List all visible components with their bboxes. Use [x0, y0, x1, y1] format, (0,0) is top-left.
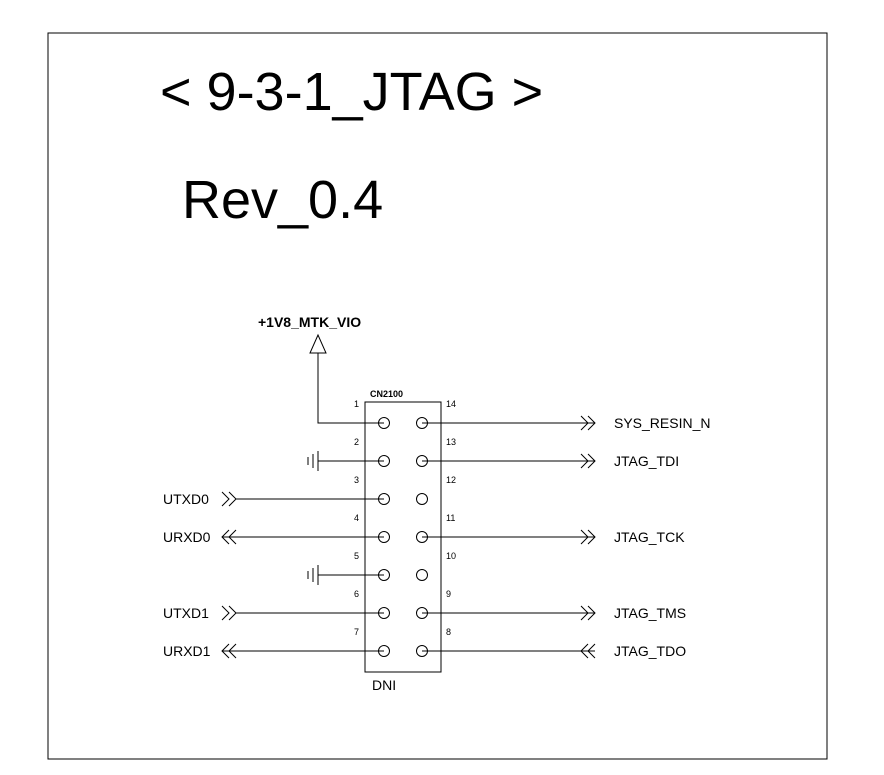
connector-dni: DNI	[372, 677, 396, 693]
pin-number: 5	[354, 551, 359, 561]
svg-text:JTAG_TMS: JTAG_TMS	[614, 605, 686, 621]
sheet-border	[47, 32, 828, 760]
ground-icon	[307, 451, 384, 471]
pin-number: 9	[446, 589, 451, 599]
svg-text:UTXD0: UTXD0	[163, 491, 209, 507]
svg-text:URXD0: URXD0	[163, 529, 211, 545]
pin-number: 14	[446, 399, 456, 409]
pin-number: 8	[446, 627, 451, 637]
pin-number: 6	[354, 589, 359, 599]
net-urxd0: URXD0	[163, 529, 384, 545]
net-jtag-tms: JTAG_TMS	[422, 605, 686, 621]
sheet-title: < 9-3-1_JTAG >	[160, 62, 543, 122]
svg-text:UTXD1: UTXD1	[163, 605, 209, 621]
ground-icon	[307, 565, 384, 585]
pin-number: 7	[354, 627, 359, 637]
pin-number: 12	[446, 475, 456, 485]
revision-label: Rev_0.4	[182, 170, 383, 230]
pin-number: 4	[354, 513, 359, 523]
svg-text:JTAG_TDO: JTAG_TDO	[614, 643, 686, 659]
net-sys-resin-n: SYS_RESIN_N	[422, 415, 710, 431]
connector-refdes: CN2100	[370, 389, 403, 399]
svg-text:JTAG_TCK: JTAG_TCK	[614, 529, 685, 545]
net-jtag-tdi: JTAG_TDI	[422, 453, 679, 469]
pin-number: 3	[354, 475, 359, 485]
wire-power	[317, 353, 384, 424]
net-utxd0: UTXD0	[163, 491, 384, 507]
net-utxd1: UTXD1	[163, 605, 384, 621]
net-urxd1: URXD1	[163, 643, 384, 659]
power-net-label: +1V8_MTK_VIO	[258, 314, 361, 330]
pin-number: 13	[446, 437, 456, 447]
svg-text:SYS_RESIN_N: SYS_RESIN_N	[614, 415, 710, 431]
net-jtag-tdo: JTAG_TDO	[422, 643, 686, 659]
net-jtag-tck: JTAG_TCK	[422, 529, 685, 545]
pin-number: 2	[354, 437, 359, 447]
svg-text:JTAG_TDI: JTAG_TDI	[614, 453, 679, 469]
pin-number: 1	[354, 399, 359, 409]
pin-number: 11	[446, 513, 455, 523]
pin-number: 10	[446, 551, 456, 561]
svg-text:URXD1: URXD1	[163, 643, 211, 659]
power-arrow-icon	[309, 333, 327, 354]
